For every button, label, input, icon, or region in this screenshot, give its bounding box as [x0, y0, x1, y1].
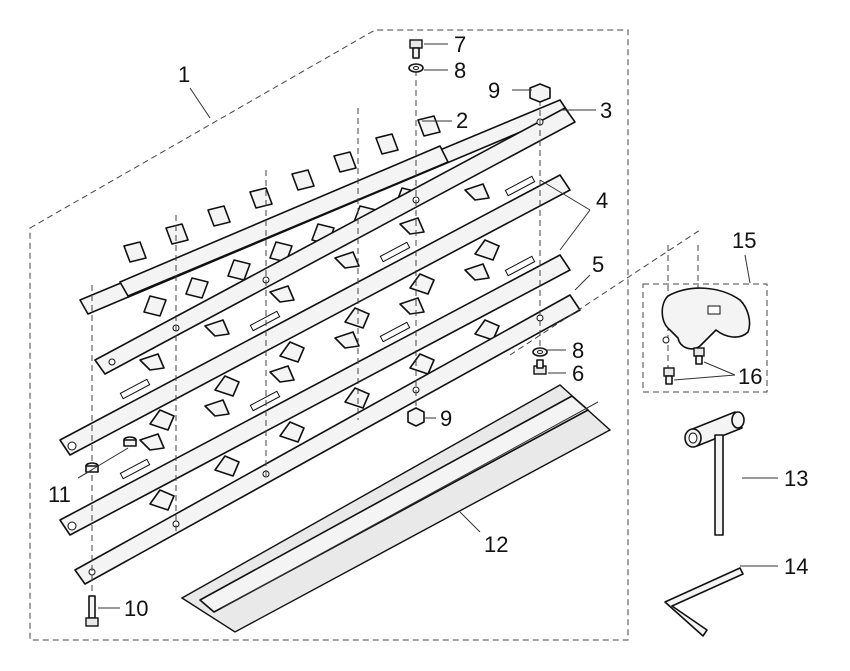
callout-labels: 1 2 3 4 5 6 7 8 8 9 9 10 11 12 13 14 15 …	[48, 32, 808, 621]
callout-16: 16	[738, 364, 762, 389]
callout-8a: 8	[454, 58, 466, 83]
bottom-plate	[74, 294, 581, 585]
alignment-lines	[91, 70, 701, 600]
callout-6: 6	[572, 361, 584, 386]
bracket-kit-boundary	[642, 283, 768, 393]
callout-3: 3	[600, 98, 612, 123]
blade-cover	[180, 384, 612, 633]
callout-12: 12	[484, 532, 508, 557]
callout-7: 7	[454, 32, 466, 57]
bolt-icon	[85, 595, 99, 627]
washer-icon	[532, 347, 548, 357]
screw-icon	[409, 39, 423, 59]
nut-icon	[407, 407, 425, 427]
screw-icon	[663, 347, 705, 385]
callout-10: 10	[124, 596, 148, 621]
upper-blade	[79, 99, 569, 317]
callout-4: 4	[596, 188, 608, 213]
bolt-icon	[533, 359, 547, 375]
callout-11: 11	[48, 482, 71, 507]
l-key-icon	[664, 567, 744, 637]
nut-icon	[529, 83, 551, 103]
callout-14: 14	[784, 554, 808, 579]
bracket-icon	[661, 287, 751, 350]
callout-9a: 9	[488, 78, 500, 103]
callout-2: 2	[456, 108, 468, 133]
middle-blade-lower	[59, 254, 571, 536]
t-wrench-icon	[684, 411, 745, 536]
assembly-boundary	[29, 29, 629, 641]
callout-9b: 9	[440, 406, 452, 431]
washer-icon	[408, 63, 424, 73]
callout-8b: 8	[572, 338, 584, 363]
callout-15: 15	[732, 228, 756, 253]
callout-13: 13	[784, 466, 808, 491]
leader-lines	[77, 43, 778, 609]
middle-blade-upper	[59, 174, 571, 456]
callout-5: 5	[592, 252, 604, 277]
callout-1: 1	[178, 62, 190, 87]
